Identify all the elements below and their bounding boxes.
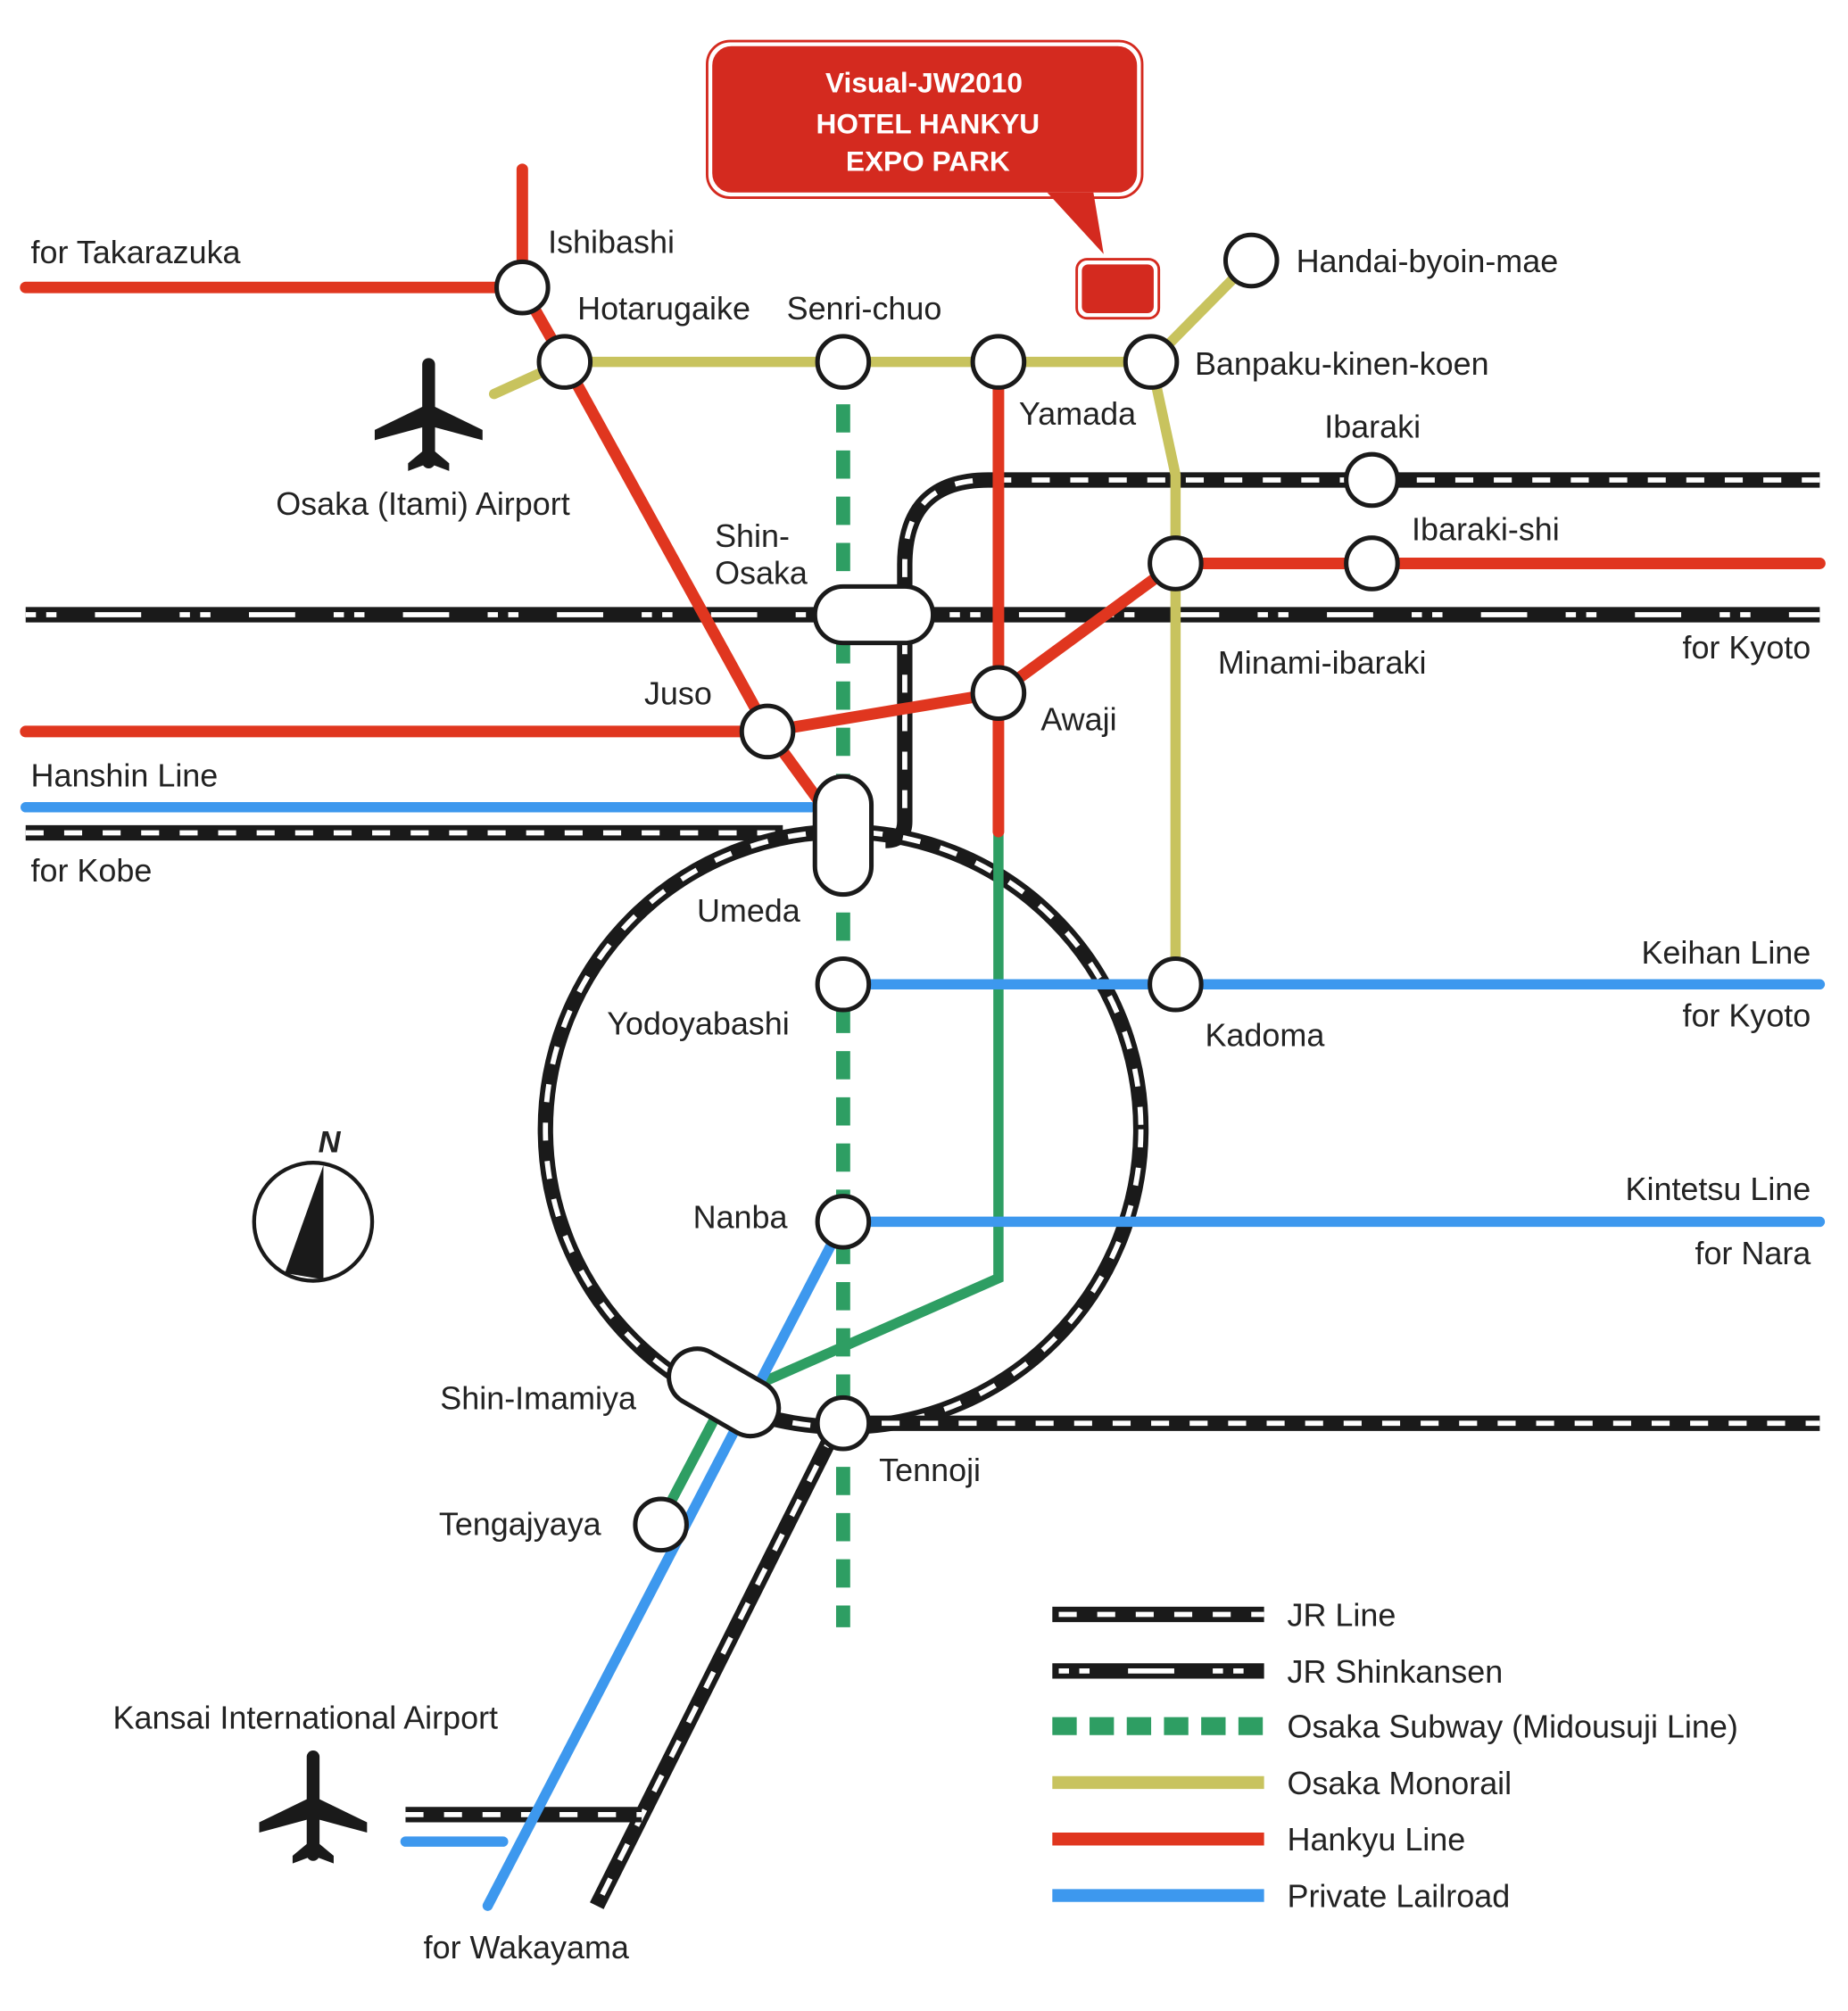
- label-kintetsu-line: Kintetsu Line: [1626, 1171, 1811, 1207]
- legend-subway: Osaka Subway (Midousuji Line): [1052, 1709, 1738, 1745]
- label-hotarugaike: Hotarugaike: [577, 290, 750, 327]
- station-awaji[interactable]: [970, 665, 1027, 722]
- label-ibaraki: Ibaraki: [1324, 408, 1421, 444]
- hankyu-lines: [20, 163, 1826, 840]
- label-for-kyoto-jr: for Kyoto: [1682, 629, 1811, 666]
- hotel-callout: Visual-JW2010 HOTEL HANKYU EXPO PARK: [706, 39, 1144, 254]
- label-awaji: Awaji: [1040, 700, 1116, 737]
- label-handai: Handai-byoin-mae: [1297, 243, 1559, 279]
- station-juso[interactable]: [739, 703, 796, 760]
- label-minami-ibaraki: Minami-ibaraki: [1218, 644, 1427, 681]
- label-yamada: Yamada: [1019, 395, 1136, 432]
- private-lines: [21, 802, 1826, 1911]
- label-itami-airport: Osaka (Itami) Airport: [276, 485, 569, 522]
- station-yodoyabashi[interactable]: [815, 956, 872, 1013]
- label-shin-imamiya: Shin-Imamiya: [440, 1379, 636, 1416]
- label-juso: Juso: [644, 675, 712, 712]
- label-tennoji: Tennoji: [879, 1452, 981, 1488]
- label-nanba: Nanba: [693, 1199, 788, 1236]
- label-ibaraki-shi: Ibaraki-shi: [1412, 511, 1560, 548]
- station-tengajyaya[interactable]: [633, 1496, 689, 1553]
- kansai-airport: Kansai International Airport: [113, 1700, 498, 1864]
- label-keihan-line: Keihan Line: [1641, 934, 1811, 971]
- station-nanba[interactable]: [815, 1194, 872, 1250]
- label-shin-osaka-1: Shin-: [715, 517, 790, 554]
- airplane-icon: [374, 358, 483, 471]
- legend-shinkansen: JR Shinkansen: [1052, 1653, 1503, 1690]
- label-shin-osaka-2: Osaka: [715, 554, 808, 591]
- station-umeda[interactable]: [812, 774, 874, 898]
- station-ibaraki-shi[interactable]: [1344, 535, 1400, 592]
- label-banpaku: Banpaku-kinen-koen: [1195, 345, 1489, 382]
- station-yamada[interactable]: [970, 334, 1027, 390]
- legend-private: Private Lailroad: [1052, 1877, 1510, 1914]
- legend-label-shinkansen: JR Shinkansen: [1288, 1653, 1504, 1690]
- label-tengajyaya: Tengajyaya: [439, 1505, 601, 1542]
- green-line: [656, 832, 1004, 1524]
- label-kansai-airport: Kansai International Airport: [113, 1700, 498, 1736]
- station-shin-imamiya[interactable]: [659, 1338, 789, 1446]
- station-shin-osaka[interactable]: [812, 583, 936, 646]
- legend-jr: JR Line: [1052, 1596, 1396, 1633]
- station-ishibashi[interactable]: [494, 259, 551, 316]
- hotel-marker[interactable]: [1079, 261, 1156, 316]
- legend-hankyu: Hankyu Line: [1052, 1821, 1465, 1858]
- legend-monorail: Osaka Monorail: [1052, 1765, 1512, 1801]
- stations: [494, 232, 1400, 1553]
- legend-label-jr: JR Line: [1288, 1596, 1396, 1633]
- compass-north-label: N: [319, 1126, 342, 1160]
- label-hanshin-line: Hanshin Line: [31, 757, 219, 794]
- itami-airport: Osaka (Itami) Airport: [276, 358, 570, 522]
- legend: JR Line JR Shinkansen Osaka Subway (Mido…: [1052, 1596, 1738, 1914]
- station-ibaraki[interactable]: [1344, 451, 1400, 509]
- station-labels: Ishibashi Hotarugaike Senri-chuo Yamada …: [439, 223, 1560, 1542]
- callout-line-3: EXPO PARK: [846, 145, 1010, 177]
- station-handai[interactable]: [1222, 232, 1280, 289]
- label-umeda: Umeda: [697, 892, 800, 929]
- compass: N: [252, 1126, 375, 1283]
- compass-needle-icon: [285, 1165, 324, 1280]
- legend-label-private: Private Lailroad: [1288, 1877, 1511, 1914]
- legend-label-subway: Osaka Subway (Midousuji Line): [1288, 1709, 1738, 1745]
- direction-labels: for Takarazuka for Kyoto Hanshin Line fo…: [31, 234, 1811, 1965]
- callout-line-2: HOTEL HANKYU: [816, 108, 1040, 140]
- label-for-takarazuka: for Takarazuka: [31, 234, 241, 270]
- airplane-icon: [259, 1750, 368, 1864]
- station-senri-chuo[interactable]: [815, 334, 872, 390]
- label-for-kyoto-keihan: for Kyoto: [1682, 997, 1811, 1034]
- station-banpaku[interactable]: [1123, 334, 1180, 390]
- label-for-wakayama: for Wakayama: [424, 1929, 629, 1965]
- label-kadoma: Kadoma: [1205, 1016, 1324, 1053]
- legend-label-monorail: Osaka Monorail: [1288, 1765, 1512, 1801]
- callout-line-1: Visual-JW2010: [825, 67, 1023, 99]
- label-ishibashi: Ishibashi: [548, 223, 675, 260]
- station-minami-ibaraki[interactable]: [1148, 535, 1204, 592]
- label-for-nara: for Nara: [1695, 1235, 1811, 1271]
- station-kadoma[interactable]: [1148, 956, 1204, 1013]
- label-yodoyabashi: Yodoyabashi: [607, 1005, 789, 1041]
- jr-hanwa-line: [590, 1427, 841, 1909]
- legend-label-hankyu: Hankyu Line: [1288, 1821, 1466, 1858]
- label-for-kobe: for Kobe: [31, 852, 153, 889]
- station-tennoji[interactable]: [815, 1394, 872, 1452]
- label-senri-chuo: Senri-chuo: [787, 290, 942, 327]
- station-hotarugaike[interactable]: [536, 334, 593, 390]
